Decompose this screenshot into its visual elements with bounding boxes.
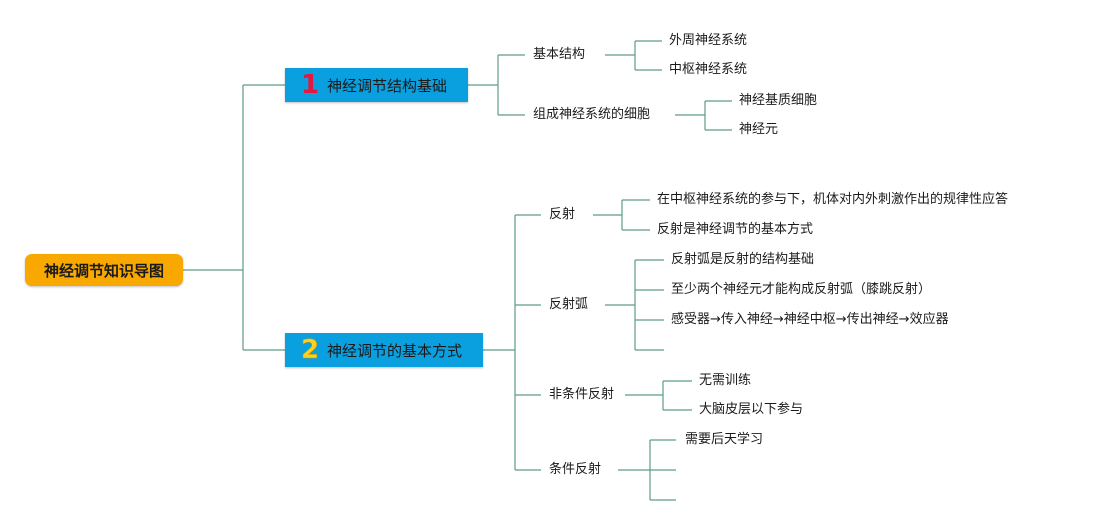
root-node[interactable]: 神经调节知识导图 <box>25 254 183 286</box>
topic-node[interactable]: 条件反射 <box>549 462 602 477</box>
branch-label: 神经调节结构基础 <box>327 76 448 95</box>
number-badge-icon: 2 <box>300 335 320 365</box>
subtopic-node[interactable]: 无需训练 <box>699 373 752 388</box>
subtopic-node[interactable]: 外周神经系统 <box>669 33 748 48</box>
number-badge-icon: 1 <box>300 70 320 100</box>
subtopic-node[interactable]: 大脑皮层以下参与 <box>699 402 804 417</box>
topic-node[interactable]: 非条件反射 <box>549 387 615 402</box>
subtopic-node[interactable]: 中枢神经系统 <box>669 62 748 77</box>
topic-node[interactable]: 反射 <box>549 207 576 222</box>
subtopic-node[interactable]: 需要后天学习 <box>685 432 764 447</box>
branch-label: 神经调节的基本方式 <box>327 341 463 360</box>
subtopic-node[interactable]: 反射是神经调节的基本方式 <box>657 222 814 237</box>
subtopic-node[interactable]: 至少两个神经元才能构成反射弧（膝跳反射） <box>671 282 932 297</box>
root-label: 神经调节知识导图 <box>43 261 164 280</box>
topic-node[interactable]: 组成神经系统的细胞 <box>533 107 651 122</box>
topic-node[interactable]: 基本结构 <box>533 47 586 62</box>
subtopic-node[interactable]: 在中枢神经系统的参与下，机体对内外刺激作出的规律性应答 <box>657 192 1009 207</box>
subtopic-node[interactable]: 反射弧是反射的结构基础 <box>671 252 815 267</box>
subtopic-node[interactable]: 神经基质细胞 <box>739 93 818 108</box>
subtopic-node[interactable]: 感受器→传入神经→神经中枢→传出神经→效应器 <box>671 312 949 327</box>
subtopic-node[interactable]: 神经元 <box>739 122 779 137</box>
branch-node-2[interactable]: 2 神经调节的基本方式 <box>285 333 483 367</box>
branch-node-1[interactable]: 1 神经调节结构基础 <box>285 68 468 102</box>
topic-node[interactable]: 反射弧 <box>549 297 589 312</box>
